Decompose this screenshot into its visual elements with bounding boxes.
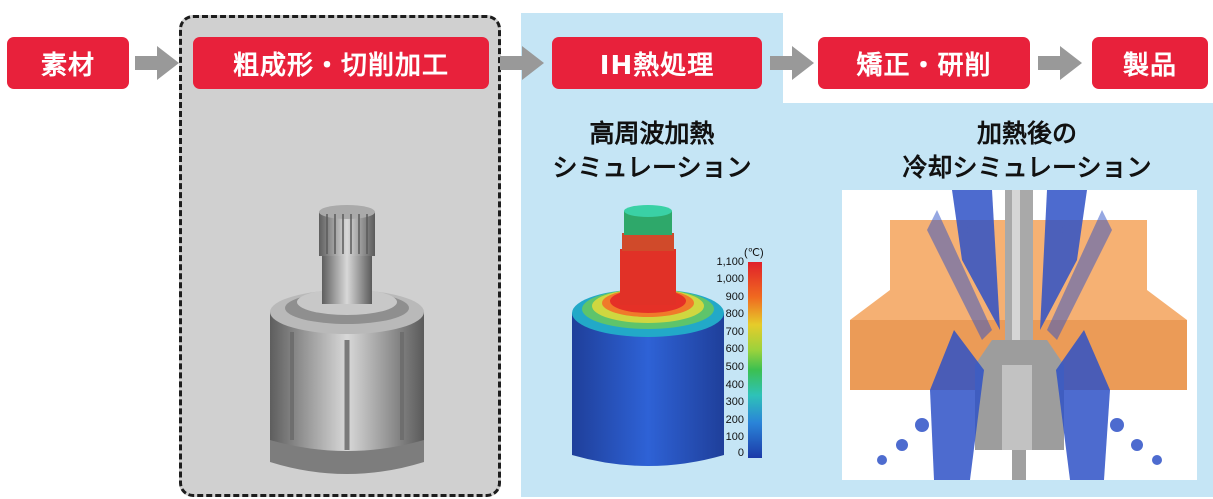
step-material: 素材 [7, 37, 129, 89]
step-ih-heat-treatment: IH熱処理 [552, 37, 762, 89]
scale-tick-label: 800 [725, 308, 744, 320]
scale-tick-label: 1,100 [716, 256, 744, 268]
machined-part-image [270, 205, 424, 474]
step-straightening-grinding: 矯正・研削 [818, 37, 1030, 89]
scale-tick-label: 400 [725, 379, 744, 391]
scale-tick-label: 500 [725, 361, 744, 373]
step-product: 製品 [1092, 37, 1208, 89]
cooling-simulation-title: 加熱後の 冷却シミュレーション [902, 119, 1152, 182]
scale-tick-label: 200 [725, 414, 744, 426]
scale-tick-label: 100 [725, 431, 744, 443]
temperature-unit: (℃) [744, 247, 764, 259]
heating-simulation-title: 高周波加熱 シミュレーション [552, 119, 752, 182]
heating-simulation-image [572, 205, 724, 466]
scale-tick-label: 300 [725, 396, 744, 408]
temperature-color-scale [748, 262, 762, 458]
cooling-simulation-image [842, 190, 1197, 480]
scale-tick-label: 0 [737, 447, 744, 459]
scale-tick-label: 700 [725, 326, 744, 338]
scale-tick-label: 1,000 [716, 273, 744, 285]
flow-arrow-icon [500, 46, 544, 80]
flow-arrow-icon [135, 46, 179, 80]
scale-tick-label: 600 [725, 343, 744, 355]
flow-arrow-icon [1038, 46, 1082, 80]
step-rough-forming-machining: 粗成形・切削加工 [193, 37, 489, 89]
flow-arrow-icon [770, 46, 814, 80]
scale-tick-label: 900 [725, 291, 744, 303]
